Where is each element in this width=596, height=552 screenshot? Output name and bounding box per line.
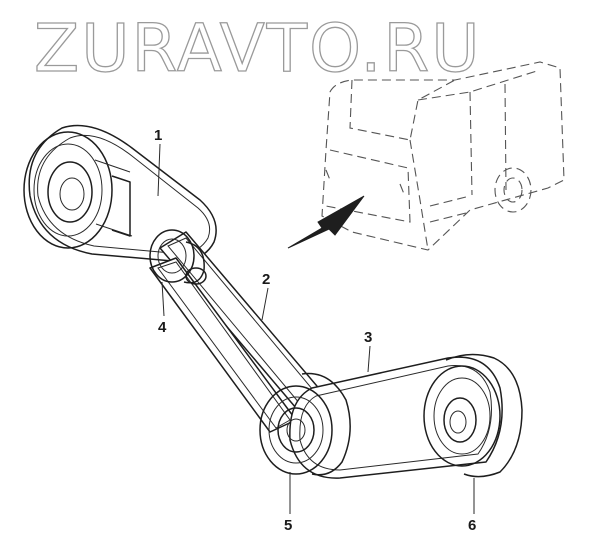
callout-2: 2 bbox=[262, 271, 270, 288]
callout-4: 4 bbox=[158, 319, 167, 336]
idler-pulley-4 bbox=[149, 229, 207, 285]
watermark-text: ZURAVTO.RU bbox=[34, 10, 482, 87]
callout-1: 1 bbox=[154, 127, 162, 144]
belt-3 bbox=[289, 356, 503, 479]
belt-2 bbox=[149, 231, 323, 433]
callout-3: 3 bbox=[364, 329, 372, 346]
leader-lines bbox=[157, 143, 475, 514]
callout-6: 6 bbox=[468, 517, 476, 534]
pulley-upper-left bbox=[23, 131, 133, 249]
callout-5: 5 bbox=[284, 517, 292, 534]
pulley-6 bbox=[423, 353, 523, 478]
pulley-5 bbox=[259, 372, 351, 476]
van-icon bbox=[321, 61, 565, 251]
arrow-pointer-icon bbox=[287, 195, 365, 249]
